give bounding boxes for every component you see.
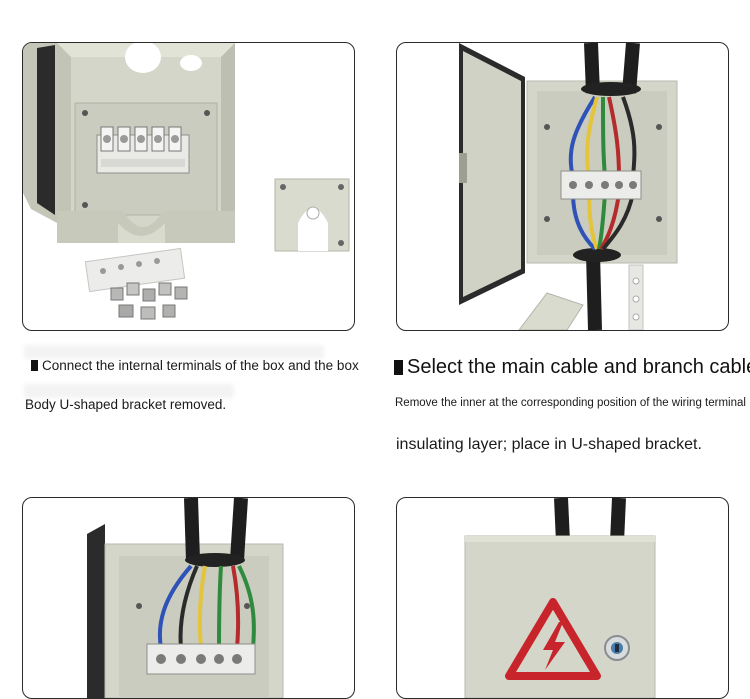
step1-photo [22, 42, 355, 331]
step2-caption-text: Remove the inner at the corresponding po… [395, 397, 746, 409]
enclosure-open-illustration [23, 43, 350, 320]
step1-caption-line2: Body U-shaped bracket removed. [25, 397, 226, 412]
step4-photo [396, 497, 729, 699]
u-shaped-bracket [518, 292, 584, 330]
cable-entry-hole [180, 55, 202, 71]
step3-photo [22, 497, 355, 699]
enclosure-wired-illustration [459, 43, 678, 330]
colored-wires [568, 95, 637, 251]
door-seal [37, 45, 55, 215]
step1-caption-text: Body U-shaped bracket removed. [25, 397, 227, 412]
step1-caption-line1: Connect the internal terminals of the bo… [31, 358, 359, 373]
main-cable [554, 498, 570, 543]
top-heading-fragment [0, 0, 750, 8]
main-cable [230, 498, 248, 561]
cable-entry-hole [125, 43, 161, 73]
step2-caption-line2: insulating layer; place in U-shaped brac… [396, 436, 702, 454]
step2-title-text: Select the main cable and branch cables [407, 356, 750, 378]
enclosure-closed-illustration [464, 498, 656, 698]
step2-photo [396, 42, 729, 331]
door-lock-icon [604, 635, 630, 661]
step1-caption-text: Connect the internal terminals of the bo… [42, 358, 359, 373]
bullet-icon [394, 360, 403, 375]
terminal-block [560, 170, 642, 200]
main-cable [610, 498, 626, 543]
terminal-block [96, 126, 190, 174]
electrical-hazard-warning-icon [505, 598, 601, 680]
u-shaped-bracket [274, 178, 350, 252]
enclosure-wiring-closeup [87, 498, 284, 698]
step2-caption-line1: Remove the inner at the corresponding po… [395, 397, 746, 409]
main-cable [184, 498, 200, 561]
colored-wires [157, 564, 256, 649]
step2-title: Select the main cable and branch cables [394, 356, 750, 379]
terminal-block [146, 643, 256, 675]
door-seal [87, 524, 105, 698]
step2-caption-text: insulating layer; place in U-shaped brac… [396, 436, 702, 453]
loose-terminal-parts [84, 247, 188, 320]
enclosure-door [463, 51, 521, 297]
bullet-icon [31, 360, 38, 371]
branch-cable [586, 252, 602, 330]
